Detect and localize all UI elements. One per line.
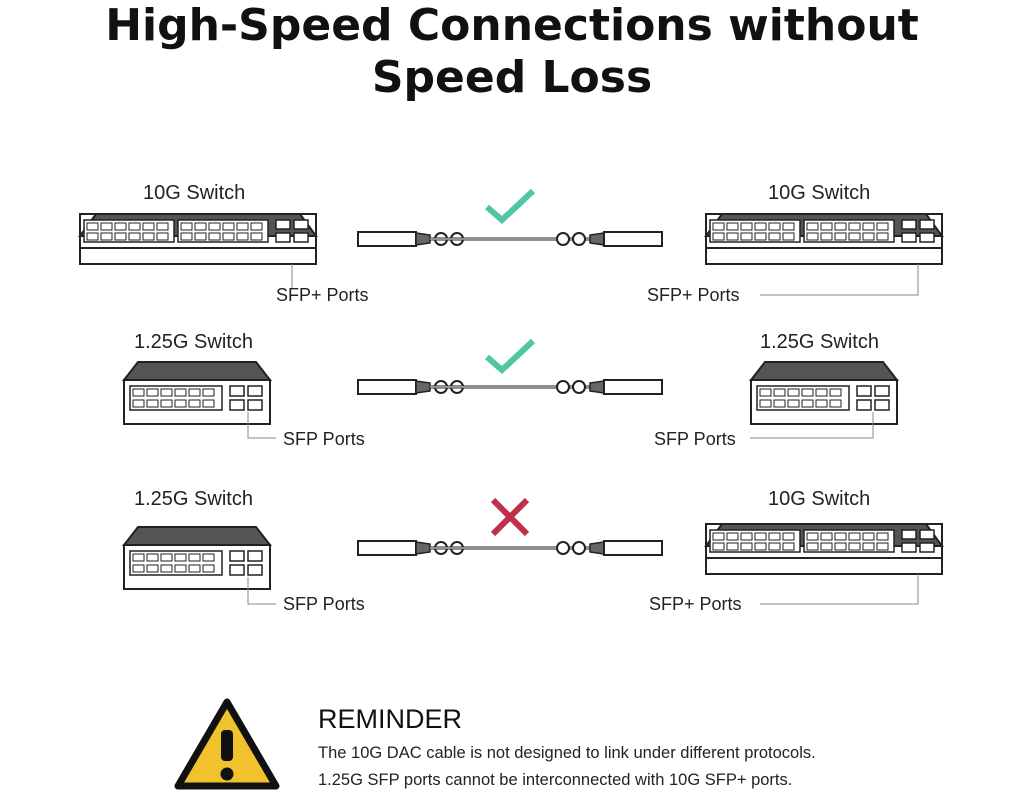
switch-label: 1.25G Switch: [134, 331, 253, 353]
switch-label: 10G Switch: [768, 488, 871, 510]
switch-10g-left-1: [79, 213, 317, 265]
cross-icon: [490, 497, 530, 537]
leader-line: [247, 577, 276, 605]
switch-label: 1.25G Switch: [760, 331, 879, 353]
dac-cable-1: [356, 230, 664, 248]
reminder-heading: REMINDER: [318, 704, 463, 734]
check-icon: [485, 188, 536, 225]
page-title: High-Speed Connections without Speed Los…: [0, 0, 1024, 104]
leader-line: [750, 412, 874, 439]
leader-line: [760, 574, 919, 605]
port-label: SFP Ports: [283, 594, 365, 614]
check-icon: [485, 338, 536, 375]
reminder-line-1: The 10G DAC cable is not designed to lin…: [318, 744, 816, 762]
switch-10g-right-1: [705, 213, 943, 265]
switch-10g-right-3: [705, 523, 943, 575]
title-line-2: Speed Loss: [371, 52, 653, 103]
port-label: SFP+ Ports: [649, 594, 742, 614]
port-label: SFP+ Ports: [276, 285, 369, 305]
switch-label: 10G Switch: [768, 182, 871, 204]
switch-125g-right-2: [750, 361, 898, 425]
port-label: SFP+ Ports: [647, 285, 740, 305]
switch-label: 1.25G Switch: [134, 488, 253, 510]
title-line-1: High-Speed Connections without: [105, 0, 919, 51]
switch-label: 10G Switch: [143, 182, 246, 204]
reminder-line-2: 1.25G SFP ports cannot be interconnected…: [318, 771, 793, 789]
leader-line: [760, 264, 919, 296]
dac-cable-2: [356, 378, 664, 396]
warning-icon: [174, 698, 280, 790]
leader-line: [247, 412, 276, 439]
dac-cable-3: [356, 539, 664, 557]
port-label: SFP Ports: [654, 429, 736, 449]
port-label: SFP Ports: [283, 429, 365, 449]
